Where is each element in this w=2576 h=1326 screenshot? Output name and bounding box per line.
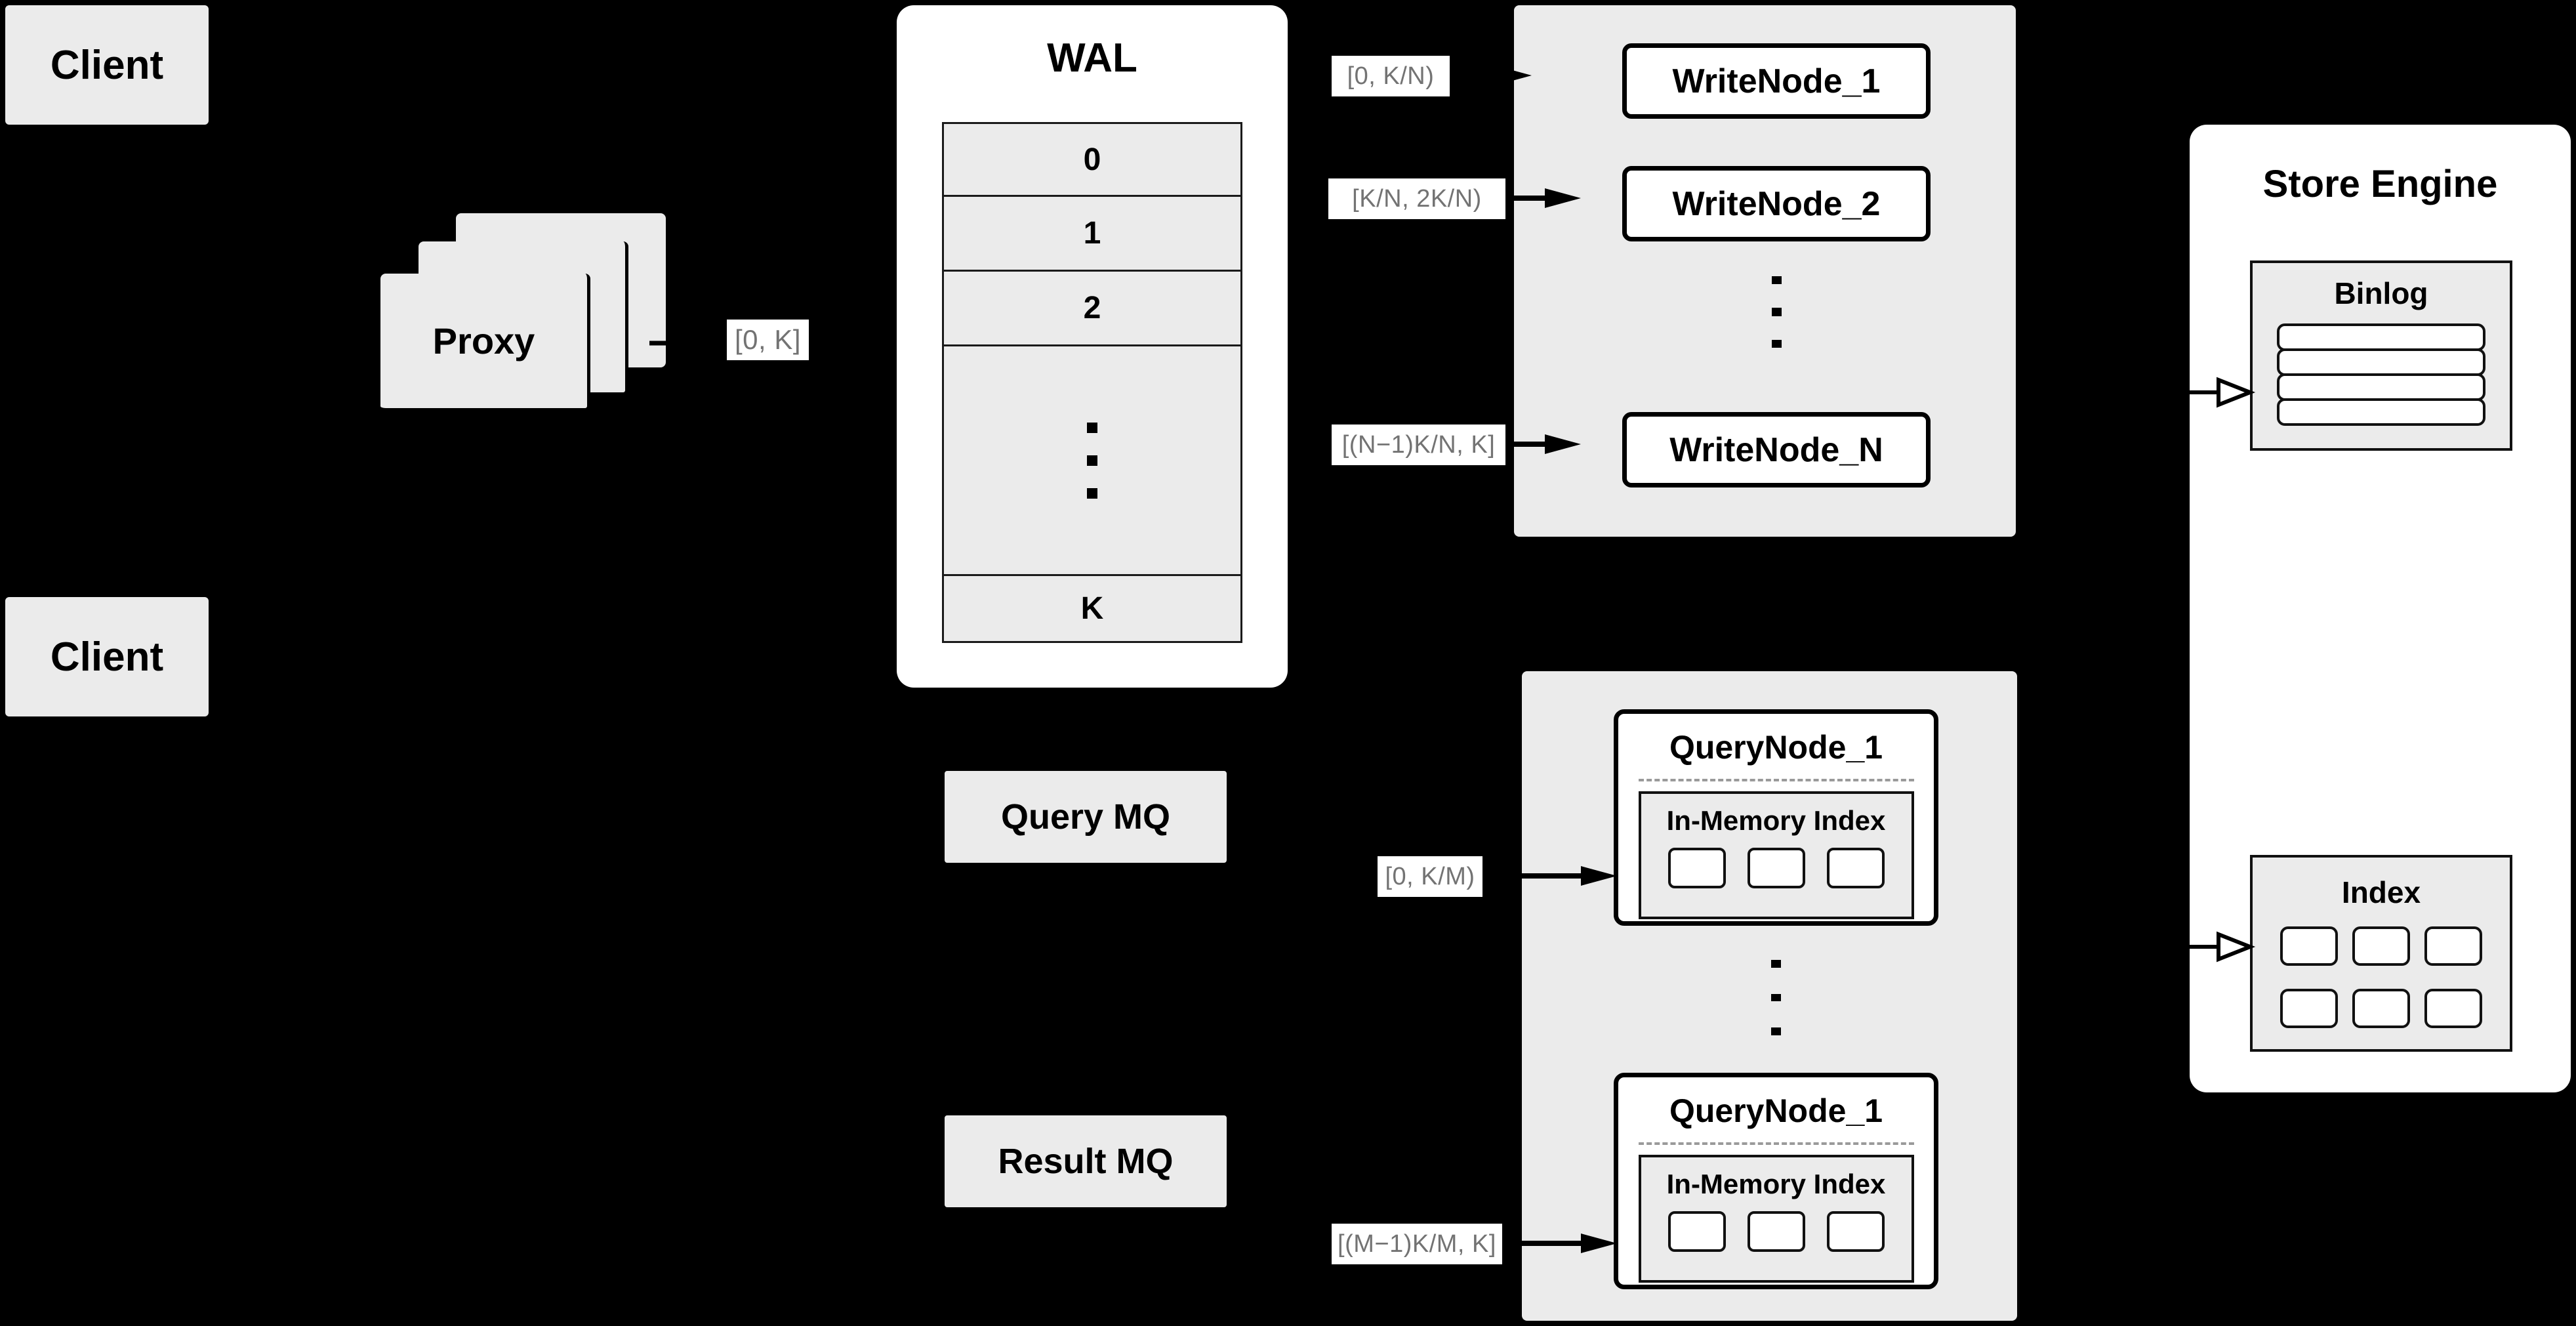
range-label-query-node-m: [(M−1)K/M, K] <box>1332 1224 1502 1264</box>
in-memory-index-2: In-Memory Index <box>1638 1154 1914 1283</box>
index-cell[interactable] <box>2280 989 2338 1028</box>
range-label-write-node-2: [K/N, 2K/N) <box>1328 178 1505 219</box>
in-memory-index-title: In-Memory Index <box>1666 804 1886 836</box>
proxy-stack[interactable]: Proxy <box>380 213 689 436</box>
index-cell[interactable] <box>2352 926 2410 966</box>
hollow-arrow-to-binlog <box>2184 377 2256 408</box>
index-cell[interactable] <box>2424 989 2482 1028</box>
store-engine-title: Store Engine <box>2262 162 2498 205</box>
wal-entry[interactable]: 1 <box>942 197 1242 272</box>
index-segment[interactable] <box>1747 1211 1805 1252</box>
result-mq-label: Result MQ <box>998 1142 1174 1181</box>
arrow-to-write-node-2 <box>1509 188 1581 208</box>
binlog-row[interactable] <box>2277 323 2485 351</box>
index-segment[interactable] <box>1826 847 1885 888</box>
store-engine-panel: Store Engine Binlog Index <box>2190 125 2571 1092</box>
query-node-2[interactable]: QueryNode_1 In-Memory Index <box>1614 1073 1938 1289</box>
wal-entry-last[interactable]: K <box>942 576 1242 643</box>
write-node-n[interactable]: WriteNode_N <box>1622 412 1931 487</box>
wal-entry[interactable]: 2 <box>942 272 1242 346</box>
wal-panel: WAL 0 1 2 K <box>897 5 1288 688</box>
range-label-query-node-1: [0, K/M) <box>1378 856 1482 897</box>
write-node-label: WriteNode_N <box>1669 430 1883 469</box>
in-memory-index-title: In-Memory Index <box>1666 1168 1886 1199</box>
wal-entry[interactable]: 0 <box>942 122 1242 197</box>
vertical-dots-icon <box>1087 411 1097 510</box>
write-cluster-panel: WriteNode_1 WriteNode_2 WriteNode_N <box>1514 5 2016 537</box>
binlog-row[interactable] <box>2277 373 2485 401</box>
query-cluster-ellipsis-icon <box>1766 947 1786 1048</box>
range-label-write-node-1: [0, K/N) <box>1332 56 1450 96</box>
proxy-to-wal-connector <box>649 341 728 346</box>
arrow-to-write-node-n <box>1509 434 1581 454</box>
arrow-to-query-node-m <box>1509 1233 1617 1253</box>
query-cluster-panel: QueryNode_1 In-Memory Index QueryNode_1 … <box>1522 671 2017 1321</box>
wal-title: WAL <box>1047 35 1137 81</box>
write-node-2[interactable]: WriteNode_2 <box>1622 166 1931 241</box>
index-segment[interactable] <box>1747 847 1805 888</box>
wal-entry-ellipsis <box>942 346 1242 576</box>
client-label: Client <box>50 42 164 88</box>
index-cell[interactable] <box>2280 926 2338 966</box>
query-node-1[interactable]: QueryNode_1 In-Memory Index <box>1614 709 1938 926</box>
proxy-label: Proxy <box>432 320 535 362</box>
index-box: Index <box>2250 855 2512 1052</box>
binlog-box: Binlog <box>2250 260 2512 451</box>
arrow-to-query-node-1 <box>1509 866 1617 886</box>
range-label-write-node-n: [(N−1)K/N, K] <box>1332 425 1505 465</box>
binlog-row[interactable] <box>2277 398 2485 426</box>
range-label-proxy-to-wal: [0, K] <box>727 320 809 360</box>
client-box-1[interactable]: Client <box>5 5 209 125</box>
query-node-title: QueryNode_1 <box>1669 1092 1883 1129</box>
result-mq-box[interactable]: Result MQ <box>945 1115 1227 1207</box>
index-segment[interactable] <box>1667 847 1726 888</box>
proxy-card-front[interactable]: Proxy <box>380 274 590 411</box>
query-node-divider <box>1638 1142 1914 1145</box>
binlog-row[interactable] <box>2277 348 2485 376</box>
binlog-title: Binlog <box>2334 276 2428 310</box>
query-mq-box[interactable]: Query MQ <box>945 771 1227 863</box>
index-cell[interactable] <box>2352 989 2410 1028</box>
write-node-label: WriteNode_1 <box>1672 62 1881 100</box>
wal-entry-list: 0 1 2 K <box>942 122 1242 643</box>
in-memory-index-1: In-Memory Index <box>1638 791 1914 919</box>
client-box-2[interactable]: Client <box>5 597 209 716</box>
index-segment[interactable] <box>1826 1211 1885 1252</box>
client-label: Client <box>50 634 164 680</box>
write-cluster-ellipsis-icon <box>1767 264 1786 360</box>
hollow-arrow-to-index <box>2184 931 2256 963</box>
query-node-divider <box>1638 778 1914 781</box>
index-segment[interactable] <box>1667 1211 1726 1252</box>
write-node-1[interactable]: WriteNode_1 <box>1622 43 1931 119</box>
index-cell[interactable] <box>2424 926 2482 966</box>
query-mq-label: Query MQ <box>1000 797 1171 837</box>
write-node-label: WriteNode_2 <box>1672 184 1881 223</box>
query-node-title: QueryNode_1 <box>1669 729 1883 766</box>
index-title: Index <box>2341 875 2421 909</box>
